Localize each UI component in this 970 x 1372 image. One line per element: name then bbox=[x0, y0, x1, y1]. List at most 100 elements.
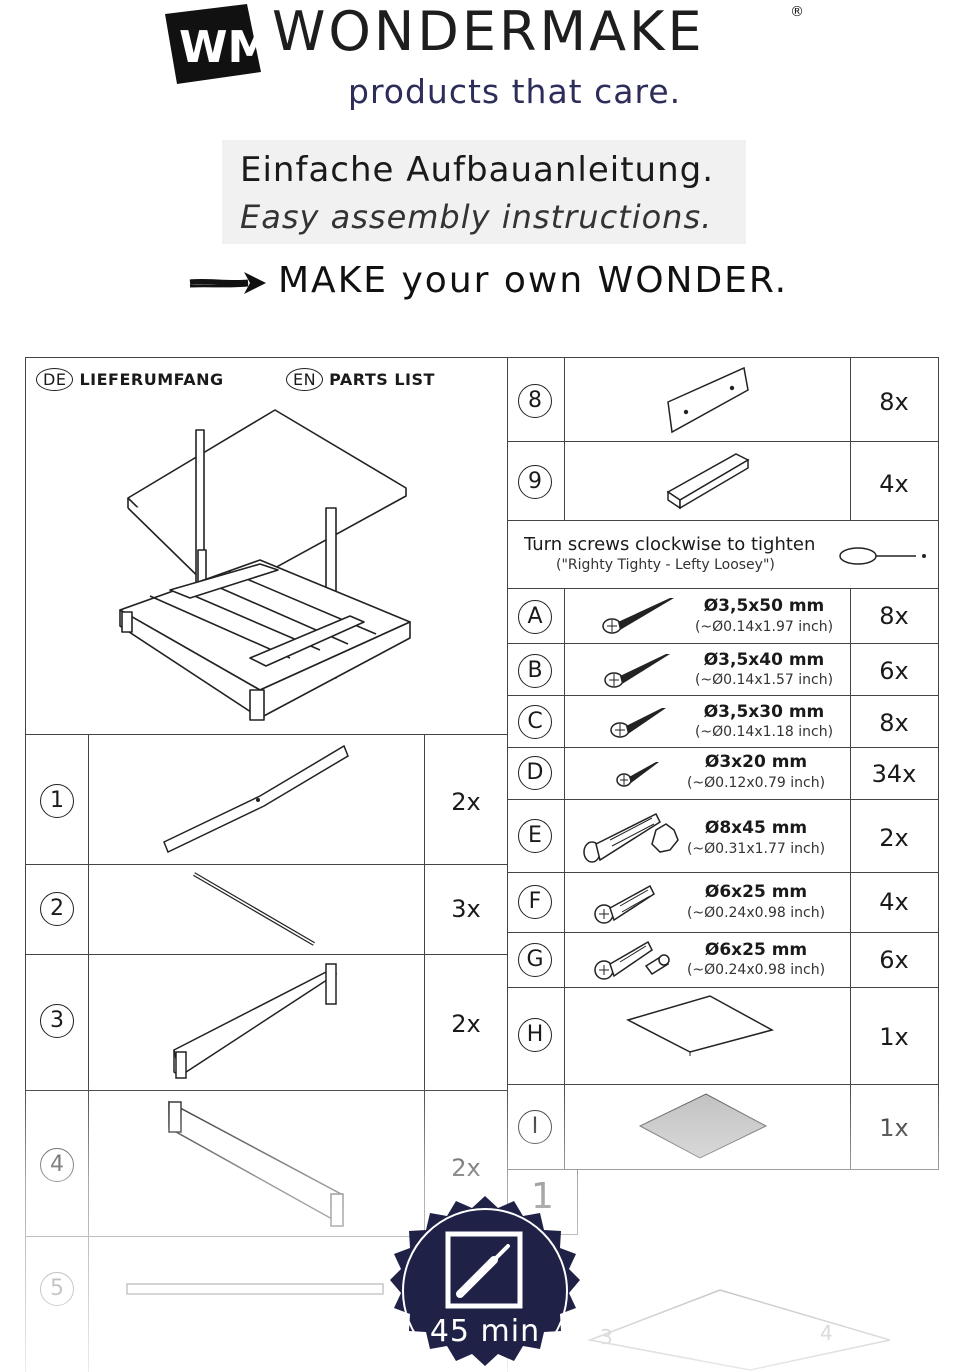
svg-text:3: 3 bbox=[600, 1325, 613, 1349]
screw-size: Ø3x20 mm bbox=[704, 752, 808, 772]
hardware-quantity: 4x bbox=[879, 888, 909, 916]
step-illustration-hint: 3 4 bbox=[587, 1289, 891, 1371]
arrow-icon bbox=[189, 272, 266, 294]
column-divider bbox=[564, 588, 565, 1170]
part-number-badge: 9 bbox=[518, 465, 552, 499]
hardware-quantity: 8x bbox=[879, 709, 909, 737]
ground-fleece-i-icon bbox=[638, 1093, 768, 1159]
hardware-quantity: 6x bbox=[879, 657, 909, 685]
row-divider bbox=[507, 987, 939, 988]
hardware-letter-badge: C bbox=[518, 705, 552, 739]
hardware-quantity: 6x bbox=[879, 946, 909, 974]
part-2-rod-icon bbox=[192, 872, 316, 946]
part-number-badge: 4 bbox=[40, 1148, 74, 1182]
row-divider bbox=[25, 1090, 508, 1091]
screw-d-icon bbox=[616, 762, 659, 787]
screw-a-icon bbox=[602, 598, 674, 634]
screw-size-inch: (~Ø0.14x1.57 inch) bbox=[694, 672, 834, 688]
row-divider bbox=[507, 932, 939, 933]
svg-text:WM: WM bbox=[179, 22, 261, 73]
hardware-quantity: 1x bbox=[879, 1114, 909, 1142]
registered-mark: ® bbox=[790, 4, 804, 20]
row-divider bbox=[507, 520, 939, 521]
part-number-badge: 8 bbox=[518, 384, 552, 418]
part-8-bracket-icon bbox=[667, 366, 749, 434]
canopy-fabric-h-icon bbox=[625, 995, 774, 1056]
row-divider bbox=[507, 441, 939, 442]
column-divider bbox=[850, 357, 851, 521]
bolt-with-nut-g-icon bbox=[594, 940, 670, 980]
tagline: products that care. bbox=[348, 72, 682, 111]
part-quantity: 3x bbox=[451, 895, 481, 923]
column-divider bbox=[88, 734, 89, 1372]
row-divider bbox=[507, 872, 939, 873]
part-4-side-board-icon bbox=[168, 1100, 344, 1227]
screw-size: Ø3,5x40 mm bbox=[703, 650, 825, 670]
parts-label-en: PARTS LIST bbox=[329, 370, 435, 389]
screw-size-inch: (~Ø0.31x1.77 inch) bbox=[686, 841, 826, 857]
hardware-quantity: 1x bbox=[879, 1023, 909, 1051]
screw-c-icon bbox=[610, 708, 666, 738]
screw-size-inch: (~Ø0.14x1.18 inch) bbox=[694, 724, 834, 740]
screw-size: Ø3,5x50 mm bbox=[703, 596, 825, 616]
title-de: Einfache Aufbauanleitung. bbox=[240, 150, 715, 190]
row-divider bbox=[25, 864, 508, 865]
screw-size-inch: (~Ø0.12x0.79 inch) bbox=[686, 775, 826, 791]
part-3-side-board-icon bbox=[173, 963, 338, 1079]
part-9-corner-block-icon bbox=[666, 453, 750, 510]
row-divider bbox=[507, 695, 939, 696]
hardware-quantity: 34x bbox=[871, 760, 917, 788]
screwdriver-icon bbox=[839, 547, 926, 565]
screw-b-icon bbox=[604, 654, 670, 688]
screw-size: Ø8x45 mm bbox=[704, 818, 808, 838]
hardware-letter-badge: E bbox=[518, 819, 552, 853]
part-5-plank-icon bbox=[126, 1283, 384, 1295]
screw-note-line2: ("Righty Tighty - Lefty Loosey") bbox=[556, 557, 775, 573]
screw-size-inch: (~Ø0.24x0.98 inch) bbox=[686, 962, 826, 978]
part-number-badge: 5 bbox=[40, 1272, 74, 1306]
column-divider bbox=[850, 588, 851, 1170]
part-quantity: 8x bbox=[879, 388, 909, 416]
part-quantity: 2x bbox=[451, 1010, 481, 1038]
screw-note-line1: Turn screws clockwise to tighten bbox=[524, 534, 816, 555]
parts-header-de: DE LIEFERUMFANG bbox=[36, 368, 224, 391]
hardware-letter-badge: H bbox=[518, 1018, 552, 1052]
assembly-time-badge bbox=[390, 1196, 580, 1372]
slogan: MAKE your own WONDER. bbox=[278, 260, 789, 301]
part-number-badge: 1 bbox=[40, 784, 74, 818]
hardware-letter-badge: D bbox=[518, 756, 552, 790]
svg-text:4: 4 bbox=[820, 1321, 833, 1345]
hardware-quantity: 8x bbox=[879, 602, 909, 630]
sandbox-illustration bbox=[119, 409, 411, 721]
bolt-f-icon bbox=[594, 884, 655, 924]
hardware-quantity: 2x bbox=[879, 824, 909, 852]
screw-size: Ø3,5x30 mm bbox=[703, 702, 825, 722]
screw-size-inch: (~Ø0.24x0.98 inch) bbox=[686, 905, 826, 921]
part-quantity: 4x bbox=[879, 470, 909, 498]
part-quantity: 2x bbox=[451, 788, 481, 816]
title-en: Easy assembly instructions. bbox=[240, 198, 713, 236]
parts-header-en: EN PARTS LIST bbox=[286, 368, 435, 391]
hardware-letter-badge: G bbox=[518, 943, 552, 977]
row-divider bbox=[25, 954, 508, 955]
hardware-letter-badge: B bbox=[518, 654, 552, 688]
part-number-badge: 2 bbox=[40, 892, 74, 926]
part-quantity: 2x bbox=[451, 1154, 481, 1182]
screw-size: Ø6x25 mm bbox=[704, 940, 808, 960]
column-divider bbox=[564, 357, 565, 521]
column-divider bbox=[424, 734, 425, 1236]
row-divider bbox=[25, 734, 508, 735]
lang-code-en: EN bbox=[286, 368, 324, 391]
lang-code-de: DE bbox=[36, 368, 74, 391]
screw-size-inch: (~Ø0.14x1.97 inch) bbox=[694, 619, 834, 635]
parts-label-de: LIEFERUMFANG bbox=[79, 370, 224, 389]
hardware-letter-badge: F bbox=[518, 885, 552, 919]
assembly-time-label: 45 min bbox=[429, 1314, 541, 1349]
row-divider bbox=[507, 643, 939, 644]
wondermake-logo-icon: WM bbox=[165, 4, 261, 84]
part-number-badge: 3 bbox=[40, 1004, 74, 1038]
hardware-letter-badge: I bbox=[518, 1110, 552, 1144]
hardware-letter-badge: A bbox=[518, 600, 552, 634]
brand-name: WONDERMAKE bbox=[272, 0, 705, 63]
row-divider bbox=[507, 588, 939, 589]
